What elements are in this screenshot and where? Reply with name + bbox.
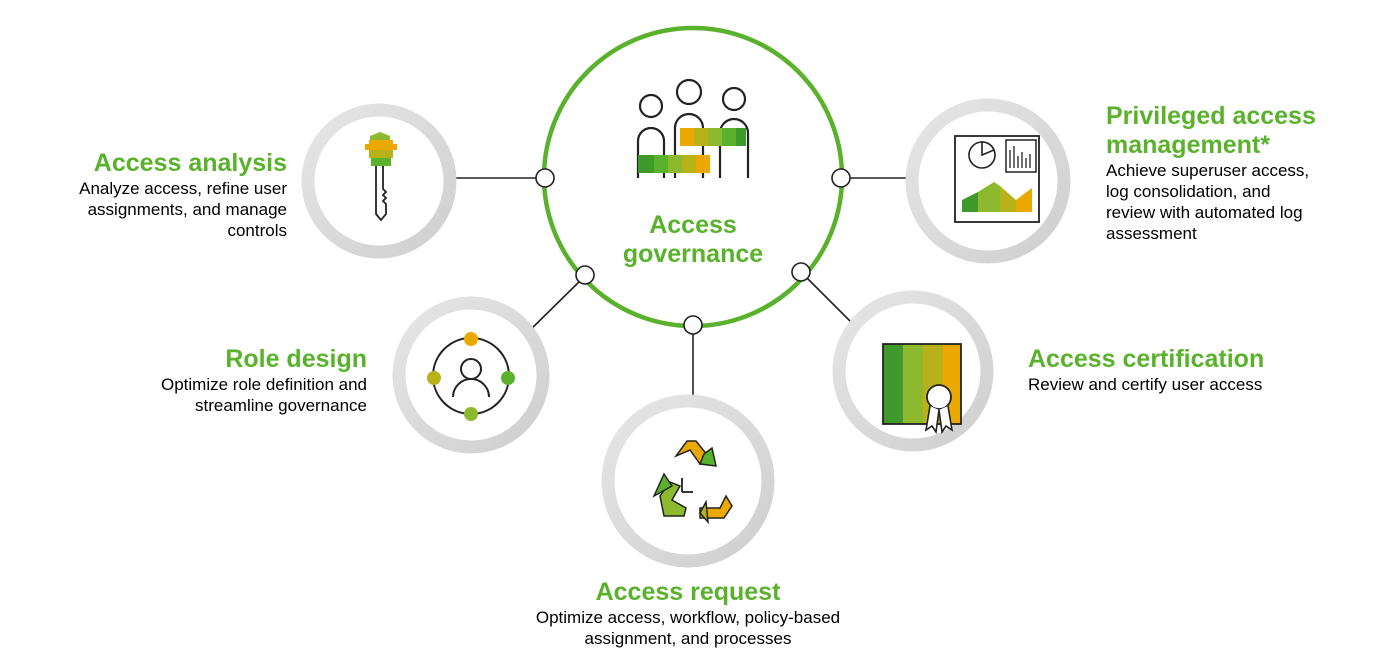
- access-analysis-block: Access analysis Analyze access, refine u…: [20, 149, 287, 241]
- access-request-title: Access request: [595, 578, 781, 606]
- access-certification-block: Access certification Review and certify …: [1028, 345, 1348, 395]
- access-certification-title: Access certification: [1028, 345, 1265, 373]
- privileged-access-desc-line1: Achieve superuser access,: [1106, 161, 1310, 180]
- node-dot-privileged: [831, 168, 851, 188]
- role-design-desc-line2: streamline governance: [195, 396, 367, 415]
- access-request-desc-line2: assignment, and processes: [584, 629, 792, 648]
- center-title-line2: governance: [622, 240, 764, 268]
- node-dot-certification: [791, 262, 811, 282]
- recycle-arrows-icon: [652, 440, 733, 525]
- access-certification-desc-line1: Review and certify user access: [1028, 375, 1263, 394]
- privileged-access-title-line2: management*: [1106, 131, 1270, 159]
- access-analysis-desc-line2: assignments, and manage: [87, 200, 287, 219]
- access-request-block: Access request Optimize access, workflow…: [470, 578, 906, 649]
- certificate-icon: [882, 343, 962, 435]
- privileged-access-desc-line2: log consolidation, and: [1106, 182, 1271, 201]
- access-analysis-title: Access analysis: [93, 149, 287, 177]
- connector-nodes: [535, 168, 851, 335]
- node-dot-analysis: [535, 168, 555, 188]
- key-icon: [365, 132, 397, 222]
- access-analysis-desc-line3: controls: [227, 221, 287, 240]
- center-title-line1: Access: [649, 211, 737, 239]
- node-dot-role-design: [575, 265, 595, 285]
- people-group-icon: [636, 78, 750, 178]
- privileged-access-block: Privileged access management* Achieve su…: [1106, 102, 1371, 244]
- role-design-desc-line1: Optimize role definition and: [160, 375, 367, 394]
- ring-access-request: [601, 394, 775, 568]
- node-dot-request: [683, 315, 703, 335]
- center-title: Access governance: [593, 211, 793, 269]
- role-design-icon: [427, 332, 515, 421]
- privileged-access-title-line1: Privileged access: [1106, 102, 1316, 130]
- access-analysis-desc-line1: Analyze access, refine user: [79, 179, 287, 198]
- dashboard-icon: [954, 135, 1040, 223]
- privileged-access-desc-line3: review with automated log: [1106, 203, 1303, 222]
- privileged-access-desc-line4: assessment: [1106, 224, 1197, 243]
- role-design-block: Role design Optimize role definition and…: [60, 345, 367, 416]
- access-request-desc-line1: Optimize access, workflow, policy-based: [535, 608, 841, 627]
- clock-icon: [681, 478, 693, 493]
- ring-access-analysis: [301, 103, 457, 259]
- role-design-title: Role design: [225, 345, 367, 373]
